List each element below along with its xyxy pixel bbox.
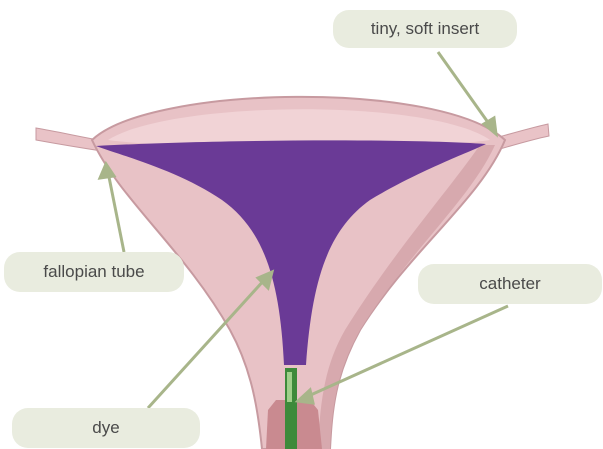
label-text: tiny, soft insert bbox=[371, 19, 479, 39]
label-catheter: catheter bbox=[418, 264, 602, 304]
label-text: catheter bbox=[479, 274, 540, 294]
label-text: dye bbox=[92, 418, 119, 438]
catheter-highlight bbox=[287, 372, 292, 402]
label-dye: dye bbox=[12, 408, 200, 448]
label-fallopian-tube: fallopian tube bbox=[4, 252, 184, 292]
label-tiny-soft-insert: tiny, soft insert bbox=[333, 10, 517, 48]
label-text: fallopian tube bbox=[43, 262, 144, 282]
